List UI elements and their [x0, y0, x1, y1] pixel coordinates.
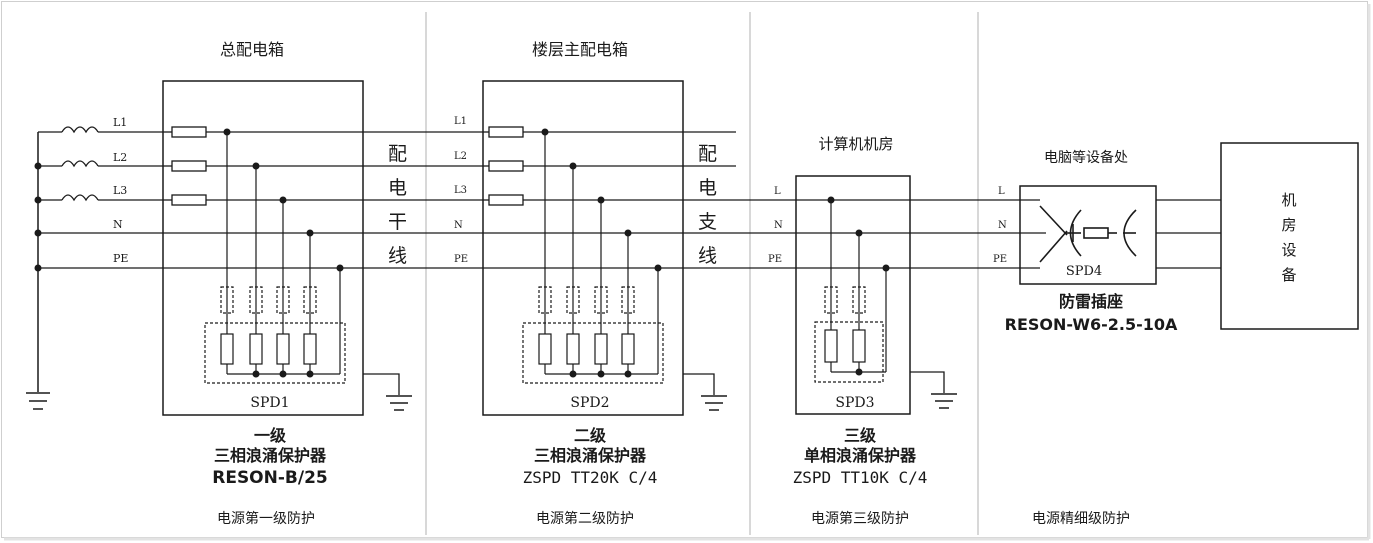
spd3-level: 三级 [844, 426, 877, 445]
computer-room-box [795, 175, 911, 415]
spd3-type: 单相浪涌保护器 [804, 446, 917, 465]
device-label-pe: PE [993, 254, 1007, 265]
spd2-type: 三相浪涌保护器 [534, 446, 647, 465]
protection-level-1: 电源第一级防护 [217, 510, 315, 527]
zone-dividers [425, 12, 979, 535]
spd1-type: 三相浪涌保护器 [214, 446, 327, 465]
spd1-level: 一级 [254, 426, 287, 445]
fuse-floor-l2-icon [488, 160, 524, 172]
floor-label-n: N [454, 220, 463, 231]
input-lines [38, 126, 163, 269]
branch-char-3: 支 [698, 211, 717, 233]
protection-level-fine: 电源精细级防护 [1032, 511, 1130, 527]
input-label-l2: L2 [113, 151, 127, 164]
input-label-n: N [113, 218, 123, 231]
spd2-module [522, 132, 664, 384]
input-label-pe: PE [113, 252, 128, 265]
floor-label-l3: L3 [454, 185, 467, 196]
spd1-module [204, 132, 346, 384]
spd3-module [814, 200, 887, 383]
spd1-label: SPD1 [250, 395, 289, 411]
title-computer-room: 计算机机房 [818, 135, 893, 153]
trunk-char-1: 配 [388, 143, 407, 165]
protection-level-2: 电源第二级防护 [536, 510, 634, 527]
equipment-char-2: 房 [1281, 216, 1296, 234]
main-box-ground-icon [386, 395, 412, 411]
fuse-floor-l3-icon [488, 194, 524, 206]
input-label-l1: L1 [113, 116, 127, 129]
branch-char-2: 电 [698, 177, 717, 199]
room-label-n: N [774, 220, 783, 231]
room-label-pe: PE [768, 254, 782, 265]
equipment-box [1220, 142, 1359, 330]
device-label-l: L [998, 186, 1005, 197]
inductor-l2-icon [61, 160, 99, 168]
floor-label-l1: L1 [454, 116, 467, 127]
spd4-lines [1020, 199, 1221, 269]
spd4-gas-discharge-icon [1039, 205, 1137, 263]
fuses-floor-box [488, 126, 524, 206]
room-earth-lead [910, 371, 945, 393]
input-earth-ground-icon [26, 392, 50, 410]
inductor-l1-icon [61, 126, 99, 134]
trunk-char-2: 电 [388, 177, 407, 199]
spd3-junctions [827, 196, 890, 376]
spd2-label: SPD2 [570, 395, 609, 411]
protection-level-3: 电源第三级防护 [811, 510, 909, 527]
input-label-l3: L3 [113, 184, 127, 197]
branch-lines [483, 131, 1020, 269]
trunk-char-4: 线 [388, 245, 407, 267]
branch-char-1: 配 [698, 143, 717, 165]
spd4-type: 防雷插座 [1059, 292, 1123, 311]
enclosures [162, 80, 1359, 416]
room-label-l: L [774, 186, 781, 197]
spd3-label: SPD3 [835, 395, 874, 411]
main-box-earth-lead [363, 373, 400, 395]
spd4-label: SPD4 [1066, 264, 1102, 279]
floor-box-ground-icon [701, 395, 727, 411]
equipment-char-4: 备 [1281, 266, 1296, 284]
fuse-l2-icon [171, 160, 207, 172]
floor-label-l2: L2 [454, 151, 467, 162]
branch-char-4: 线 [698, 245, 717, 267]
floor-box-earth-lead [683, 373, 715, 395]
floor-label-pe: PE [454, 254, 468, 265]
floor-box [482, 80, 684, 416]
room-ground-icon [931, 393, 957, 409]
device-label-n: N [998, 220, 1007, 231]
trunk-char-3: 干 [388, 211, 407, 233]
spd2-model: ZSPD TT20K C/4 [523, 468, 658, 487]
spd1-model: RESON-B/25 [212, 468, 328, 488]
equipment-char-3: 设 [1281, 241, 1296, 259]
spd1-junctions [223, 128, 344, 378]
fuse-l3-icon [171, 194, 207, 206]
spd4-model: RESON-W6-2.5-10A [1005, 315, 1178, 334]
spd4-socket-box [1019, 185, 1157, 285]
equipment-char-1: 机 [1281, 191, 1296, 209]
main-box [162, 80, 364, 416]
title-floor-box: 楼层主配电箱 [532, 40, 628, 59]
inductor-l3-icon [61, 194, 99, 202]
fuse-floor-l1-icon [488, 126, 524, 138]
spd2-level: 二级 [574, 426, 607, 445]
fuse-l1-icon [171, 126, 207, 138]
trunk-lines [163, 131, 483, 269]
fuses-main-box [171, 126, 207, 206]
title-main-box: 总配电箱 [220, 40, 284, 59]
title-device-place: 电脑等设备处 [1044, 149, 1128, 166]
spd3-model: ZSPD TT10K C/4 [793, 468, 928, 487]
spd2-junctions [541, 128, 662, 378]
